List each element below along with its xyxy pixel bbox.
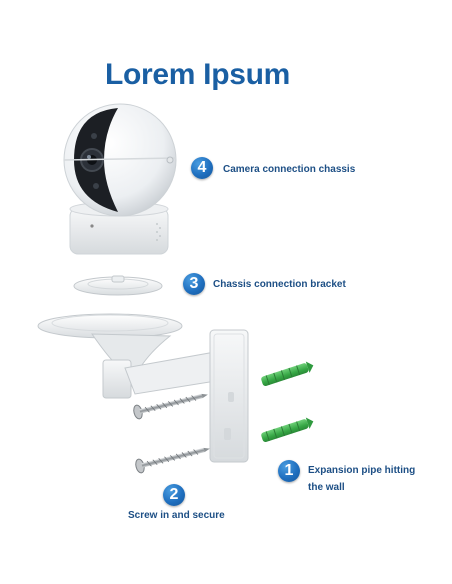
page-title: Lorem Ipsum xyxy=(104,58,291,91)
step-label-chassis-bracket: Chassis connection bracket xyxy=(213,279,346,290)
step-label-camera-chassis: Camera connection chassis xyxy=(223,164,356,175)
screw-icon xyxy=(133,393,210,474)
wall-anchor-icon xyxy=(261,361,314,442)
step-label-screw-secure: Screw in and secure xyxy=(128,510,225,521)
step-badge-1: 1 xyxy=(278,460,300,482)
mount-plate-icon xyxy=(73,275,163,296)
camera-icon xyxy=(63,103,177,255)
step-label-expansion-pipe: Expansion pipe hitting the wall xyxy=(308,465,416,493)
step-badge-2: 2 xyxy=(163,484,185,506)
step-badge-3: 3 xyxy=(183,273,205,295)
step-badge-4: 4 xyxy=(191,157,213,179)
wall-bracket-icon xyxy=(37,313,249,463)
